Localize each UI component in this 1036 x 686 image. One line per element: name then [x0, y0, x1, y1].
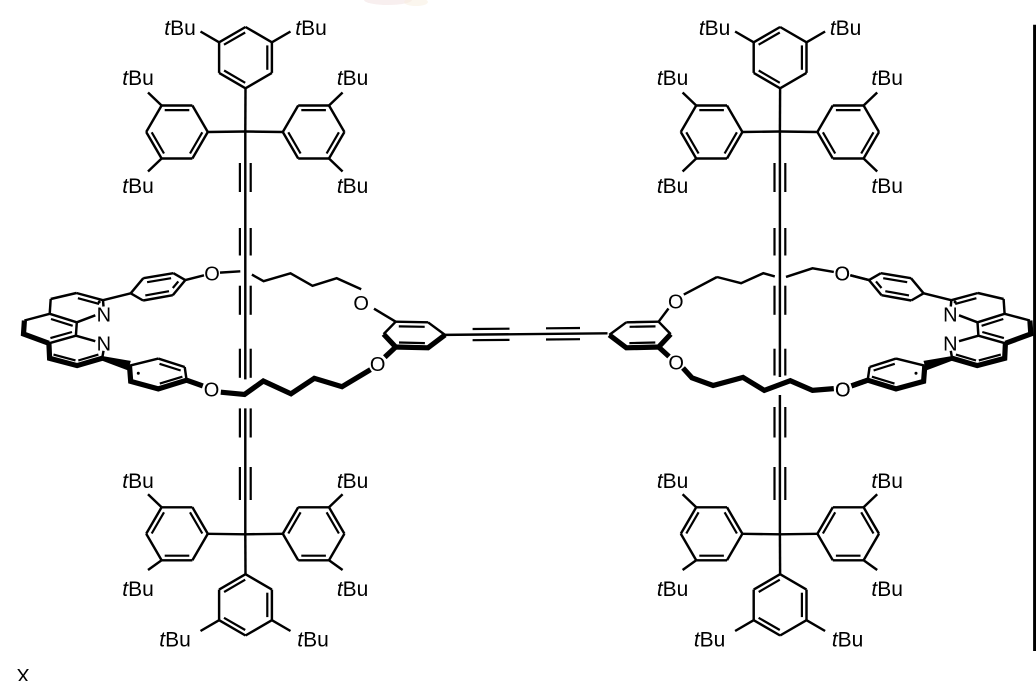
svg-text:X: X: [16, 666, 29, 681]
svg-text:tBu: tBu: [122, 67, 154, 90]
svg-text:tBu: tBu: [337, 67, 369, 90]
svg-text:tBu: tBu: [832, 628, 864, 651]
svg-text:tBu: tBu: [699, 17, 731, 40]
svg-text:O: O: [835, 264, 851, 286]
svg-text:N: N: [97, 304, 111, 326]
svg-text:tBu: tBu: [122, 470, 154, 493]
svg-text:N: N: [97, 333, 111, 355]
svg-text:tBu: tBu: [830, 17, 862, 40]
svg-text:tBu: tBu: [694, 628, 726, 651]
svg-text:O: O: [204, 380, 220, 402]
svg-text:tBu: tBu: [122, 578, 154, 601]
svg-text:tBu: tBu: [657, 175, 689, 198]
svg-text:tBu: tBu: [297, 628, 329, 651]
svg-text:tBu: tBu: [122, 175, 154, 198]
svg-text:N: N: [943, 333, 957, 355]
svg-text:O: O: [370, 354, 386, 376]
svg-text:N: N: [943, 304, 957, 326]
svg-text:tBu: tBu: [337, 470, 369, 493]
svg-text:tBu: tBu: [295, 17, 327, 40]
svg-text:O: O: [668, 292, 684, 314]
svg-text:tBu: tBu: [164, 17, 196, 40]
svg-text:O: O: [835, 380, 851, 402]
svg-text:tBu: tBu: [871, 578, 903, 601]
svg-text:O: O: [204, 264, 220, 286]
svg-text:tBu: tBu: [657, 470, 689, 493]
svg-text:tBu: tBu: [871, 470, 903, 493]
svg-text:O: O: [353, 293, 369, 315]
svg-text:tBu: tBu: [871, 175, 903, 198]
svg-text:O: O: [668, 353, 684, 375]
svg-text:tBu: tBu: [657, 578, 689, 601]
svg-text:tBu: tBu: [337, 175, 369, 198]
svg-text:tBu: tBu: [657, 67, 689, 90]
svg-text:tBu: tBu: [871, 67, 903, 90]
svg-text:tBu: tBu: [337, 578, 369, 601]
svg-text:tBu: tBu: [159, 628, 191, 651]
